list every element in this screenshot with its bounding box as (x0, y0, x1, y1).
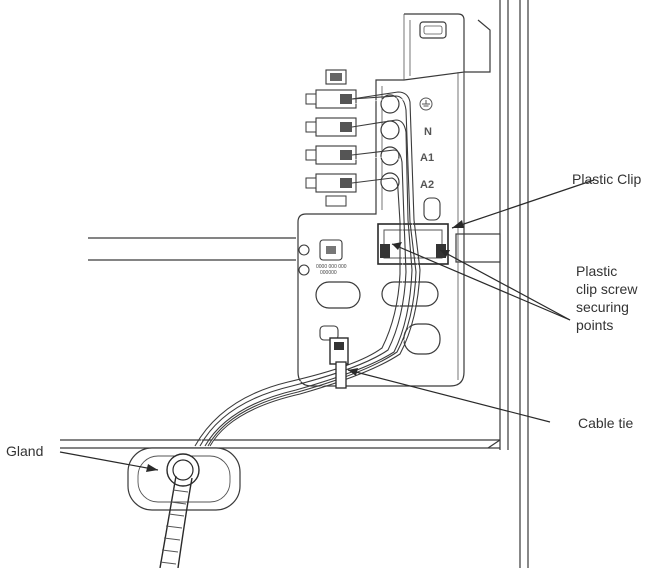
gland-assembly (127, 447, 241, 568)
clip-screw-left (380, 244, 390, 258)
label-screw-line-1: Plastic (576, 263, 617, 279)
label-gland: Gland (6, 443, 43, 459)
earth-symbol-icon (419, 97, 433, 111)
callout-lines (59, 179, 595, 472)
mounting-rails (88, 233, 501, 263)
label-screw-line-3: securing (576, 299, 629, 315)
terminal-1 (305, 89, 357, 109)
wire-bundle (194, 91, 421, 447)
housing-wall (499, 0, 529, 568)
terminal-block (305, 69, 357, 207)
bracket-slot (423, 197, 441, 221)
base-panel (60, 439, 501, 449)
terminal-label-a2: A2 (420, 179, 434, 191)
terminal-holes (380, 94, 400, 192)
bracket-marking-line-1: 0000 000 000 (316, 264, 347, 270)
mounting-bracket (297, 13, 491, 387)
terminal-3 (305, 145, 357, 165)
terminal-markings: N A1 A2 (419, 97, 434, 191)
callout-labels: Plastic Clip Plastic clip screw securing… (6, 171, 641, 459)
label-screw-line-4: points (576, 317, 613, 333)
terminal-label-n: N (424, 126, 432, 138)
label-screw-line-2: clip screw (576, 281, 638, 297)
bracket-marking-line-2: 000000 (320, 270, 337, 276)
terminal-2 (305, 117, 357, 137)
label-cable-tie: Cable tie (578, 415, 633, 431)
terminal-4 (305, 173, 357, 193)
label-plastic-clip: Plastic Clip (572, 171, 641, 187)
terminal-label-a1: A1 (420, 152, 434, 164)
cable-tie (329, 337, 349, 389)
